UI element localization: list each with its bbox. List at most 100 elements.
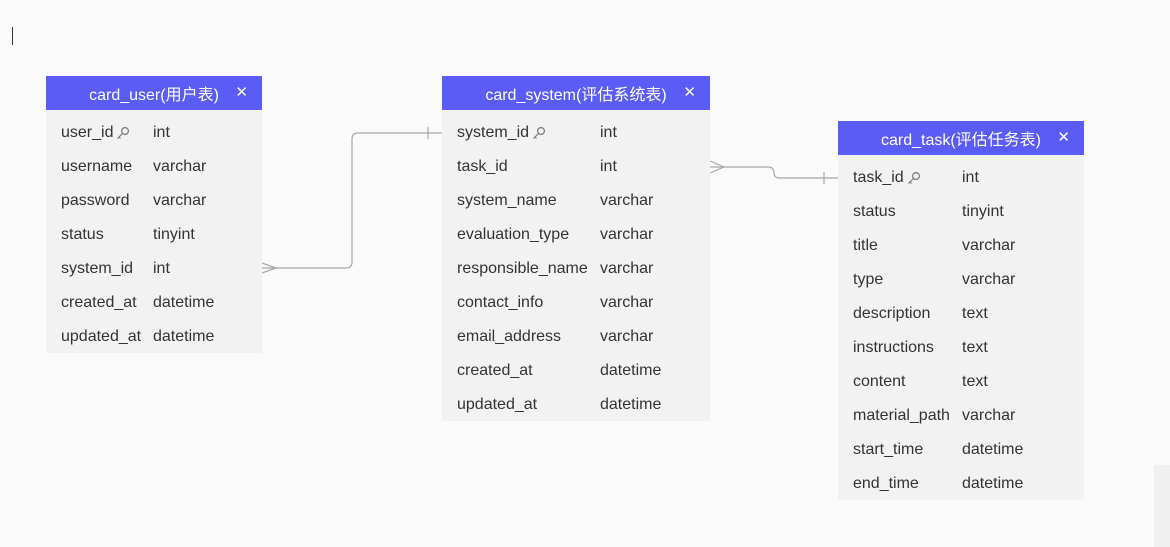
field-type: int xyxy=(153,124,170,141)
key-icon xyxy=(907,171,920,184)
table-header[interactable]: card_user(用户表) ✕ xyxy=(46,76,262,110)
field-type: varchar xyxy=(600,226,654,243)
field-name: type xyxy=(853,271,884,288)
field-row[interactable]: password varchar xyxy=(46,184,262,218)
field-row[interactable]: description text xyxy=(838,297,1084,331)
field-name: instructions xyxy=(853,339,934,356)
table-title: card_task(评估任务表) xyxy=(880,132,1042,149)
field-name: email_address xyxy=(457,328,562,345)
field-type: varchar xyxy=(962,237,1016,254)
field-row[interactable]: start_time datetime xyxy=(838,433,1084,467)
field-row[interactable]: responsible_name varchar xyxy=(442,252,710,286)
key-icon xyxy=(533,126,546,139)
field-name: content xyxy=(853,373,906,390)
field-row[interactable]: task_id int xyxy=(838,161,1084,195)
field-row[interactable]: system_name varchar xyxy=(442,184,710,218)
field-name: created_at xyxy=(61,294,137,311)
field-type: text xyxy=(962,373,988,390)
field-type: varchar xyxy=(153,158,207,175)
table-card-task[interactable]: card_task(评估任务表) ✕ task_id int status ti… xyxy=(838,121,1084,500)
field-name: task_id xyxy=(853,169,904,186)
field-name: created_at xyxy=(457,362,533,379)
field-type: varchar xyxy=(153,192,207,209)
field-row[interactable]: system_id int xyxy=(442,116,710,150)
field-name: contact_info xyxy=(457,294,544,311)
field-type: text xyxy=(962,305,988,322)
field-row[interactable]: evaluation_type varchar xyxy=(442,218,710,252)
field-type: datetime xyxy=(962,475,1024,492)
field-name: password xyxy=(61,192,130,209)
field-name: system_id xyxy=(61,260,134,277)
field-row[interactable]: user_id int xyxy=(46,116,262,150)
field-row[interactable]: type varchar xyxy=(838,263,1084,297)
relation-user-system xyxy=(262,132,442,269)
field-type: datetime xyxy=(153,294,215,311)
field-type: datetime xyxy=(600,396,662,413)
field-row[interactable]: created_at datetime xyxy=(442,354,710,388)
table-card-user[interactable]: card_user(用户表) ✕ user_id int username va… xyxy=(46,76,262,353)
field-type: text xyxy=(962,339,988,356)
field-type: int xyxy=(153,260,170,277)
field-row[interactable]: updated_at datetime xyxy=(46,320,262,354)
field-row[interactable]: instructions text xyxy=(838,331,1084,365)
field-type: varchar xyxy=(600,294,654,311)
table-header[interactable]: card_system(评估系统表) ✕ xyxy=(442,76,710,110)
relation-system-task xyxy=(710,166,838,179)
field-row[interactable]: created_at datetime xyxy=(46,286,262,320)
field-name: evaluation_type xyxy=(457,226,570,243)
field-row[interactable]: title varchar xyxy=(838,229,1084,263)
field-name: task_id xyxy=(457,158,508,175)
field-name: title xyxy=(853,237,878,254)
field-type: datetime xyxy=(153,328,215,345)
field-type: varchar xyxy=(600,260,654,277)
field-name: status xyxy=(853,203,896,220)
field-name: system_id xyxy=(457,124,530,141)
field-type: varchar xyxy=(962,271,1016,288)
field-name: updated_at xyxy=(61,328,142,345)
field-row[interactable]: status tinyint xyxy=(46,218,262,252)
crowfoot-many-icon xyxy=(709,160,726,174)
field-name: description xyxy=(853,305,931,322)
field-name: start_time xyxy=(853,441,924,458)
field-type: varchar xyxy=(600,328,654,345)
text-cursor xyxy=(12,27,13,45)
table-title: card_user(用户表) xyxy=(89,87,219,104)
field-type: varchar xyxy=(962,407,1016,424)
field-name: end_time xyxy=(853,475,919,492)
field-row[interactable]: status tinyint xyxy=(838,195,1084,229)
field-row[interactable]: email_address varchar xyxy=(442,320,710,354)
field-row[interactable]: contact_info varchar xyxy=(442,286,710,320)
field-type: datetime xyxy=(600,362,662,379)
field-type: int xyxy=(600,124,617,141)
field-name: material_path xyxy=(853,407,950,424)
field-type: tinyint xyxy=(153,226,195,243)
field-row[interactable]: task_id int xyxy=(442,150,710,184)
field-row[interactable]: content text xyxy=(838,365,1084,399)
field-type: varchar xyxy=(600,192,654,209)
close-icon[interactable]: ✕ xyxy=(235,84,248,101)
field-name: user_id xyxy=(61,124,114,141)
field-name: status xyxy=(61,226,104,243)
crowfoot-many-icon xyxy=(261,262,278,274)
field-row[interactable]: updated_at datetime xyxy=(442,388,710,422)
table-header[interactable]: card_task(评估任务表) ✕ xyxy=(838,121,1084,155)
field-type: int xyxy=(600,158,617,175)
table-title: card_system(评估系统表) xyxy=(485,87,667,104)
field-type: int xyxy=(962,169,979,186)
field-name: system_name xyxy=(457,192,557,209)
field-row[interactable]: system_id int xyxy=(46,252,262,286)
key-icon xyxy=(117,126,130,139)
field-name: updated_at xyxy=(457,396,538,413)
field-type: datetime xyxy=(962,441,1024,458)
table-card-system[interactable]: card_system(评估系统表) ✕ system_id int task_… xyxy=(442,76,710,421)
field-row[interactable]: material_path varchar xyxy=(838,399,1084,433)
scrollbar[interactable] xyxy=(1154,465,1170,547)
close-icon[interactable]: ✕ xyxy=(683,84,696,101)
field-type: tinyint xyxy=(962,203,1004,220)
field-row[interactable]: end_time datetime xyxy=(838,467,1084,501)
field-name: responsible_name xyxy=(457,260,588,277)
close-icon[interactable]: ✕ xyxy=(1057,129,1070,146)
field-row[interactable]: username varchar xyxy=(46,150,262,184)
field-name: username xyxy=(61,158,133,175)
